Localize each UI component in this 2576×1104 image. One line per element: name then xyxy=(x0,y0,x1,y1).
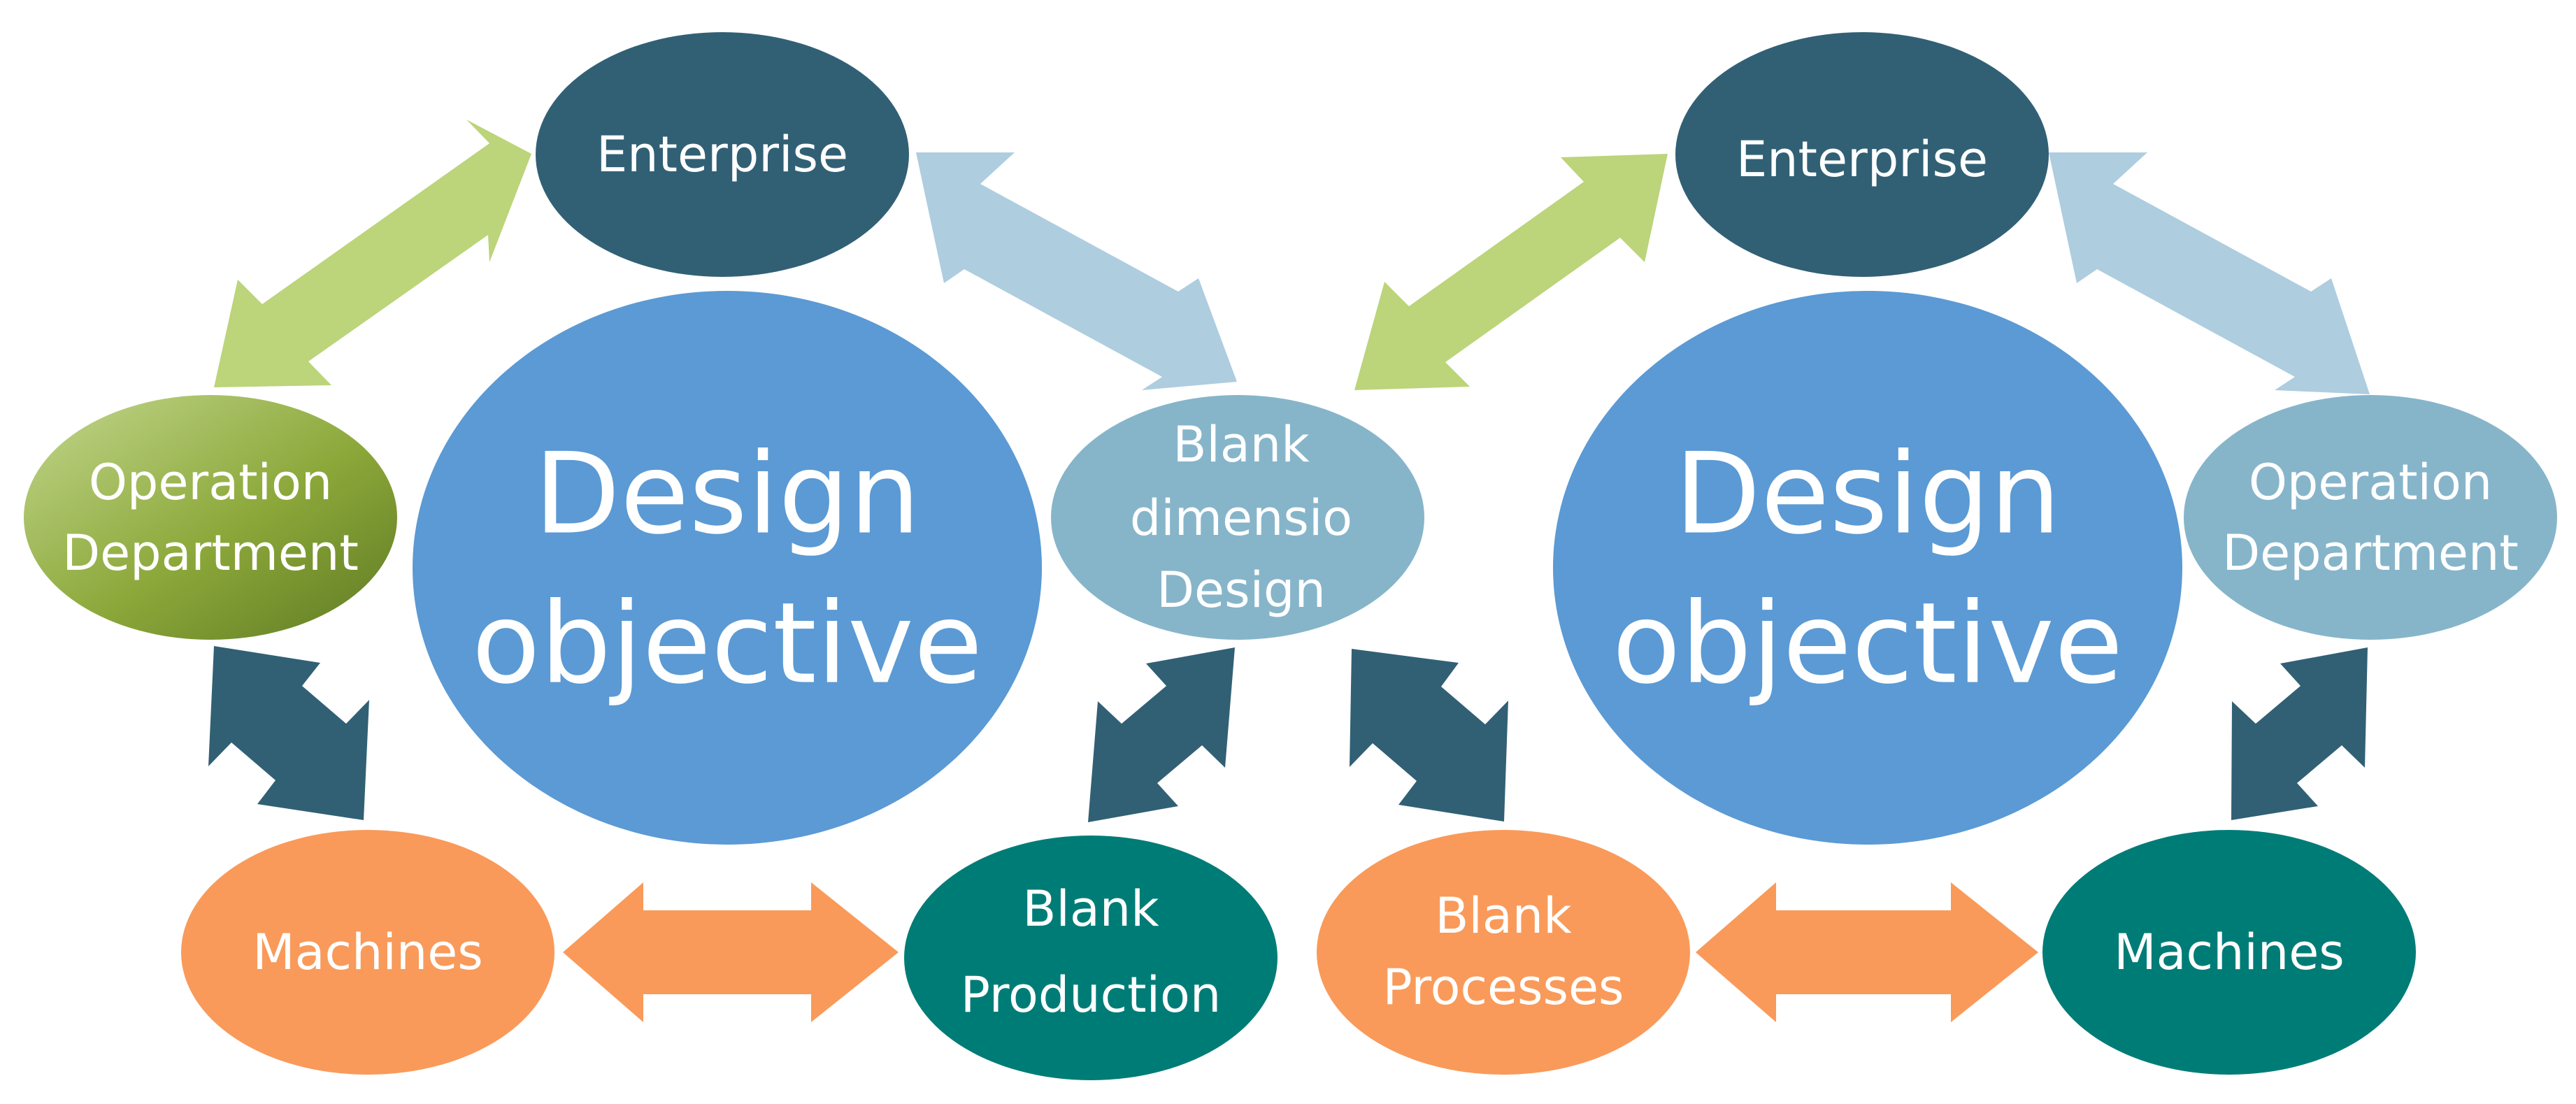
node-left-blank-dimension-design-line2: dimensio xyxy=(1130,489,1352,547)
node-left-blank-production-line2: Production xyxy=(961,966,1221,1024)
node-left-design-objective: Design objective xyxy=(413,291,1042,845)
double-arrow-right-enterprise-opdept xyxy=(2049,152,2370,394)
double-arrow-left-enterprise-blankdim xyxy=(916,152,1237,390)
node-right-enterprise: Enterprise xyxy=(1675,32,2049,277)
double-arrow-left-opdept-machines xyxy=(208,646,369,820)
node-left-blank-dimension-design-line3: Design xyxy=(1157,561,1326,619)
double-arrow-right-blankdim-processes xyxy=(1350,649,1508,822)
node-left-design-objective-line1: Design xyxy=(534,429,920,559)
node-right-machines: Machines xyxy=(2042,830,2416,1075)
double-arrow-right-blankdim-enterprise xyxy=(1354,154,1668,390)
node-right-operation-department-line1: Operation xyxy=(2249,454,2492,511)
node-right-design-objective: Design objective xyxy=(1553,291,2182,845)
node-left-operation-department-line1: Operation xyxy=(89,454,332,511)
node-right-blank-processes-line2: Processes xyxy=(1382,959,1624,1016)
node-right-operation-department: Operation Department xyxy=(2184,395,2557,640)
node-left-blank-dimension-design: Blank dimensio Design xyxy=(1051,395,1424,640)
node-right-machines-label: Machines xyxy=(2114,924,2345,981)
node-left-blank-production: Blank Production xyxy=(904,836,1278,1080)
double-arrow-left-machines-production xyxy=(563,882,899,1022)
node-right-operation-department-line2: Department xyxy=(2222,524,2519,582)
node-right-blank-processes-line1: Blank xyxy=(1435,887,1572,945)
node-left-blank-dimension-design-line1: Blank xyxy=(1173,416,1310,473)
double-arrow-right-processes-machines xyxy=(1696,882,2038,1022)
double-arrow-left-opdept-enterprise xyxy=(214,120,531,387)
double-arrow-right-opdept-machines xyxy=(2231,647,2368,820)
node-left-machines-label: Machines xyxy=(252,924,483,981)
node-left-design-objective-line2: objective xyxy=(472,578,983,709)
double-arrow-left-blankdim-production xyxy=(1088,647,1235,822)
node-right-blank-processes: Blank Processes xyxy=(1317,830,1690,1075)
node-left-enterprise: Enterprise xyxy=(536,32,909,277)
node-right-design-objective-line2: objective xyxy=(1612,578,2124,709)
node-left-operation-department-line2: Department xyxy=(62,524,359,582)
node-right-enterprise-label: Enterprise xyxy=(1736,131,1988,188)
node-right-design-objective-line1: Design xyxy=(1675,429,2061,559)
node-left-operation-department: Operation Department xyxy=(24,395,397,640)
node-left-blank-production-line1: Blank xyxy=(1022,880,1159,938)
node-left-enterprise-label: Enterprise xyxy=(596,126,848,183)
node-left-machines: Machines xyxy=(181,830,554,1075)
